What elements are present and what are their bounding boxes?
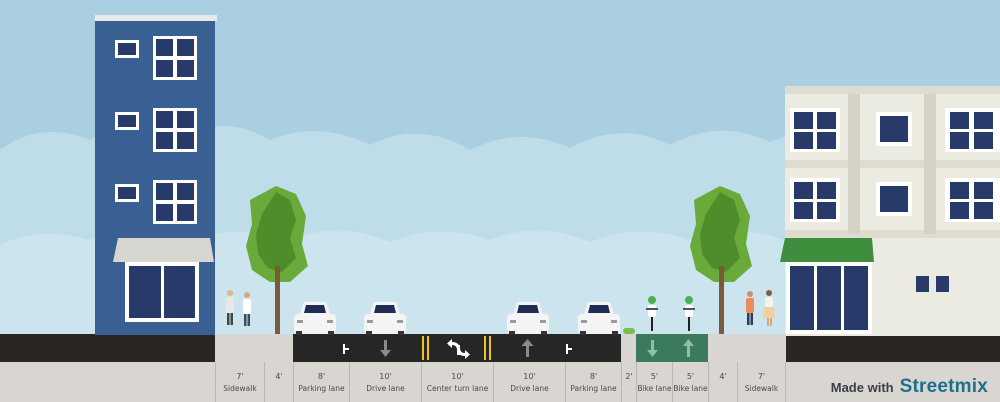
segment-center-turn-lane[interactable]: 10' Center turn lane [421, 362, 493, 402]
segment-bike-lane-1[interactable]: 5' Bike lane [636, 362, 672, 402]
segment-name: Parking lane [298, 384, 345, 393]
segment-furniture-left[interactable]: 4' [264, 362, 293, 402]
segment-sidewalk-left[interactable]: 7' Sidewalk [215, 362, 264, 402]
segment-bike-lane-2[interactable]: 5' Bike lane [672, 362, 708, 402]
segment-furniture-right[interactable]: 4' [708, 362, 737, 402]
sidewalk-left-surface [215, 334, 293, 362]
turn-arrows-icon [447, 339, 470, 359]
label-bar-left [0, 362, 215, 402]
segment-width: 4' [275, 372, 283, 381]
segment-name: Bike lane [637, 384, 672, 393]
segment-name: Parking lane [570, 384, 617, 393]
segment-name: Center turn lane [426, 384, 489, 393]
building-left [95, 15, 217, 335]
segment-name: Sidewalk [744, 384, 779, 393]
segment-width: 10' [451, 372, 464, 381]
segment-width: 8' [589, 372, 598, 381]
segment-parking-left[interactable]: 8' Parking lane [293, 362, 349, 402]
segment-name: Bike lane [673, 384, 708, 393]
segment-drive-lane-1[interactable]: 10' Drive lane [349, 362, 421, 402]
segment-name: Sidewalk [223, 384, 257, 393]
sidewalk-right-surface [708, 334, 786, 362]
segment-drive-lane-2[interactable]: 10' Drive lane [493, 362, 565, 402]
segment-buffer[interactable]: 2' [621, 362, 636, 402]
segment-width: 7' [236, 372, 244, 381]
made-with-label: Made with [830, 380, 894, 395]
segment-width: 8' [317, 372, 326, 381]
segment-width: 4' [719, 372, 727, 381]
tree-icon [246, 186, 752, 334]
lane-markings [343, 336, 572, 360]
segment-parking-right[interactable]: 8' Parking lane [565, 362, 621, 402]
segment-width: 7' [757, 372, 766, 381]
segment-name: Drive lane [366, 384, 405, 393]
segment-width: 2' [625, 372, 633, 381]
down-arrow-icon [380, 340, 391, 357]
shrub [623, 328, 635, 334]
segment-name: Drive lane [510, 384, 549, 393]
segment-width: 10' [379, 372, 392, 381]
building-right [780, 86, 1000, 336]
bike-down-arrow-icon [647, 340, 658, 357]
segment-width: 10' [523, 372, 536, 381]
buffer-surface [621, 334, 636, 362]
streetmix-logo: Streetmix [899, 376, 988, 397]
streetmix-branding[interactable]: Made with Streetmix [831, 376, 988, 398]
segment-width: 5' [650, 372, 659, 381]
label-bar-right [786, 362, 1000, 402]
up-arrow-icon [521, 339, 534, 357]
cyclist-icon [646, 296, 695, 331]
segment-width: 5' [686, 372, 695, 381]
bike-lane-surface [636, 334, 708, 362]
pedestrian-icon [226, 290, 775, 326]
car-icon [294, 302, 620, 335]
segment-sidewalk-right[interactable]: 7' Sidewalk [737, 362, 786, 402]
bike-up-arrow-icon [683, 339, 694, 357]
